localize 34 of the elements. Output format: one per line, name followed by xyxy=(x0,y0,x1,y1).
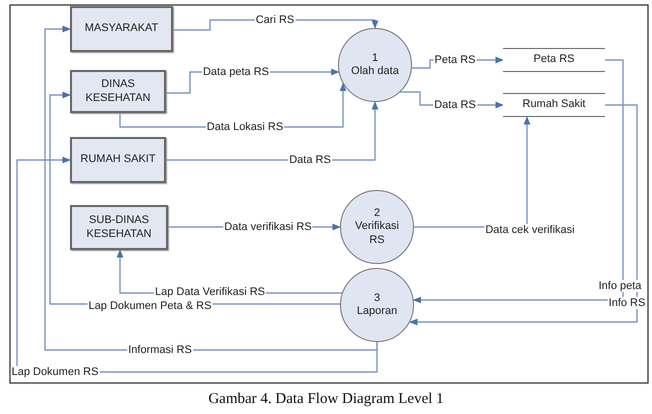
data-flow-arrow xyxy=(409,104,638,326)
node-label: MASYARAKAT xyxy=(84,22,158,36)
edge-label: Cari RS xyxy=(254,14,296,26)
process-number: 1 xyxy=(372,52,378,65)
edge-label: Data RS xyxy=(288,154,332,166)
figure-caption: Gambar 4. Data Flow Diagram Level 1 xyxy=(207,391,445,408)
edge-label: Data Lokasi RS xyxy=(206,120,284,134)
node-label: SUB-DINAS KESEHATAN xyxy=(86,214,152,241)
node-label: Olah data xyxy=(351,65,399,78)
node-label: Peta RS xyxy=(534,53,574,67)
data-flow-arrow xyxy=(44,26,378,351)
edge-label: Informasi RS xyxy=(127,344,193,356)
edge-label: Lap Dokumen RS xyxy=(10,366,100,378)
data-flow-arrow xyxy=(412,59,624,304)
edge-label: Data cek verifikasi xyxy=(484,224,576,236)
edge-label: Info peta xyxy=(598,280,642,292)
edge-label: Data RS xyxy=(433,98,477,112)
edge-label: Peta RS xyxy=(434,54,476,66)
process-number: 3 xyxy=(374,292,380,305)
edge-label: Lap Data Verifikasi RS xyxy=(154,286,266,298)
external-entity-box xyxy=(70,205,168,250)
external-entity-box xyxy=(70,6,173,52)
edge-label: Lap Dokumen Peta & RS xyxy=(88,300,212,312)
edge-label: Info RS xyxy=(608,296,646,310)
node-label: RUMAH SAKIT xyxy=(80,153,156,167)
edge-label: Data peta RS xyxy=(202,66,270,78)
external-entity-box xyxy=(70,137,166,183)
node-label: Laporan xyxy=(356,305,398,318)
edge-label: Data verifikasi RS xyxy=(223,220,313,234)
node-label: Rumah Sakit xyxy=(522,98,586,112)
node-label: DINAS KESEHATAN xyxy=(84,78,152,105)
process-number: 2 xyxy=(374,207,380,220)
external-entity-box xyxy=(70,70,166,113)
node-label: Verifikasi RS xyxy=(354,220,400,247)
